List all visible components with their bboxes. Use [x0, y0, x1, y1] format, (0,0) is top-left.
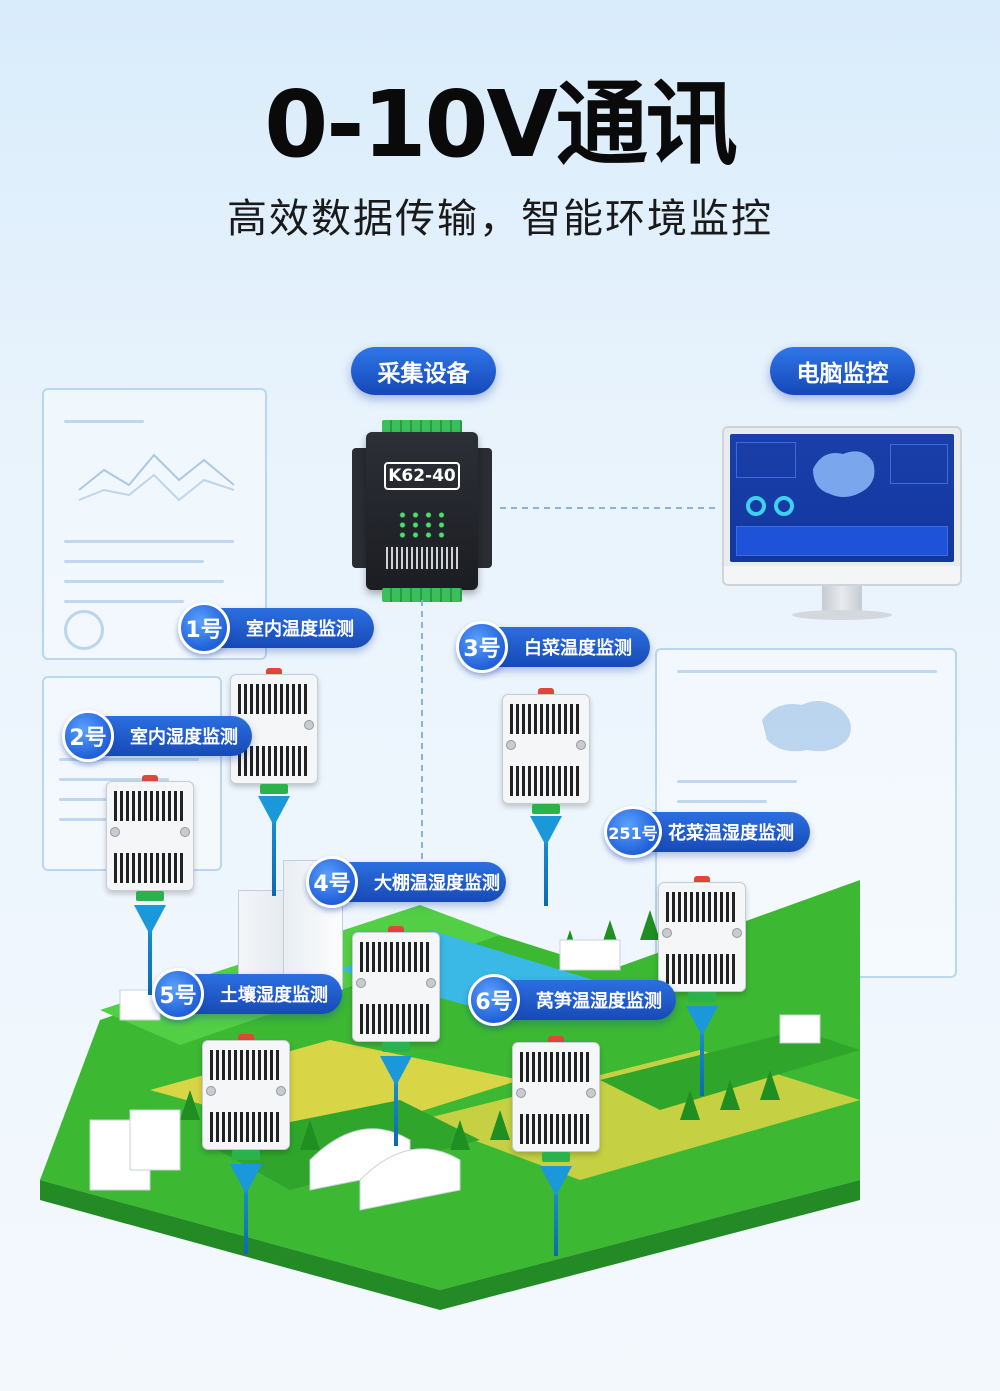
sensor-number: 4号 [306, 856, 358, 908]
probe-6 [554, 1166, 558, 1256]
sensor-number: 2号 [62, 710, 114, 762]
probe-4 [394, 1056, 398, 1146]
ghost-map-icon [762, 701, 851, 752]
sensor-label: 室内湿度监测 [130, 727, 238, 748]
funnel-251 [686, 1006, 718, 1036]
probe-5 [244, 1164, 248, 1254]
sensor-tag-1: 1号 室内温度监测 [178, 602, 374, 654]
funnel-5 [230, 1164, 262, 1194]
computer-label: 电脑监控 [770, 347, 915, 395]
device-model-label: K62-40 [384, 462, 460, 490]
collector-device: K62-40 [352, 420, 492, 602]
sensor-number: 5号 [152, 968, 204, 1020]
sensor-6 [512, 1036, 600, 1162]
probe-1 [272, 796, 276, 896]
sensor-number: 1号 [178, 602, 230, 654]
sensor-tag-5: 5号 土壤湿度监测 [152, 968, 342, 1020]
china-map-icon [813, 451, 875, 498]
sensor-3 [502, 688, 590, 814]
sensor-1 [230, 668, 318, 794]
sensor-label: 大棚温湿度监测 [374, 873, 500, 894]
computer-monitor [722, 426, 962, 626]
page-title: 0-10V通讯 [264, 71, 737, 178]
sensor-251 [658, 876, 746, 1002]
page-subtitle: 高效数据传输，智能环境监控 [227, 196, 773, 242]
sensor-label: 白菜温度监测 [524, 638, 632, 659]
ghost-line-chart-icon [78, 453, 235, 502]
funnel-1 [258, 796, 290, 826]
funnel-2 [134, 905, 166, 935]
ghost-dashboard-left-top [42, 388, 267, 660]
sensor-label: 土壤湿度监测 [220, 985, 328, 1006]
sensor-tag-2: 2号 室内湿度监测 [62, 710, 252, 762]
sensor-4 [352, 926, 440, 1052]
sensor-5 [202, 1034, 290, 1160]
sensor-2 [106, 775, 194, 901]
collector-label: 采集设备 [351, 347, 496, 395]
sensor-tag-4: 4号 大棚温湿度监测 [306, 856, 506, 908]
sensor-number: 6号 [468, 974, 520, 1026]
sensor-number: 3号 [456, 621, 508, 673]
probe-2 [148, 905, 152, 995]
sensor-label: 莴笋温湿度监测 [536, 991, 662, 1012]
funnel-4 [380, 1056, 412, 1086]
sensor-tag-3: 3号 白菜温度监测 [456, 621, 650, 673]
monitor-screen [730, 434, 954, 562]
sensor-label: 花菜温湿度监测 [668, 823, 794, 844]
sensor-tag-251: 251号 花菜温湿度监测 [604, 806, 810, 858]
probe-3 [544, 816, 548, 906]
probe-251 [700, 1006, 704, 1096]
sensor-number: 251号 [604, 806, 662, 858]
sensor-label: 室内温度监测 [246, 619, 354, 640]
sensor-tag-6: 6号 莴笋温湿度监测 [468, 974, 676, 1026]
funnel-3 [530, 816, 562, 846]
funnel-6 [540, 1166, 572, 1196]
